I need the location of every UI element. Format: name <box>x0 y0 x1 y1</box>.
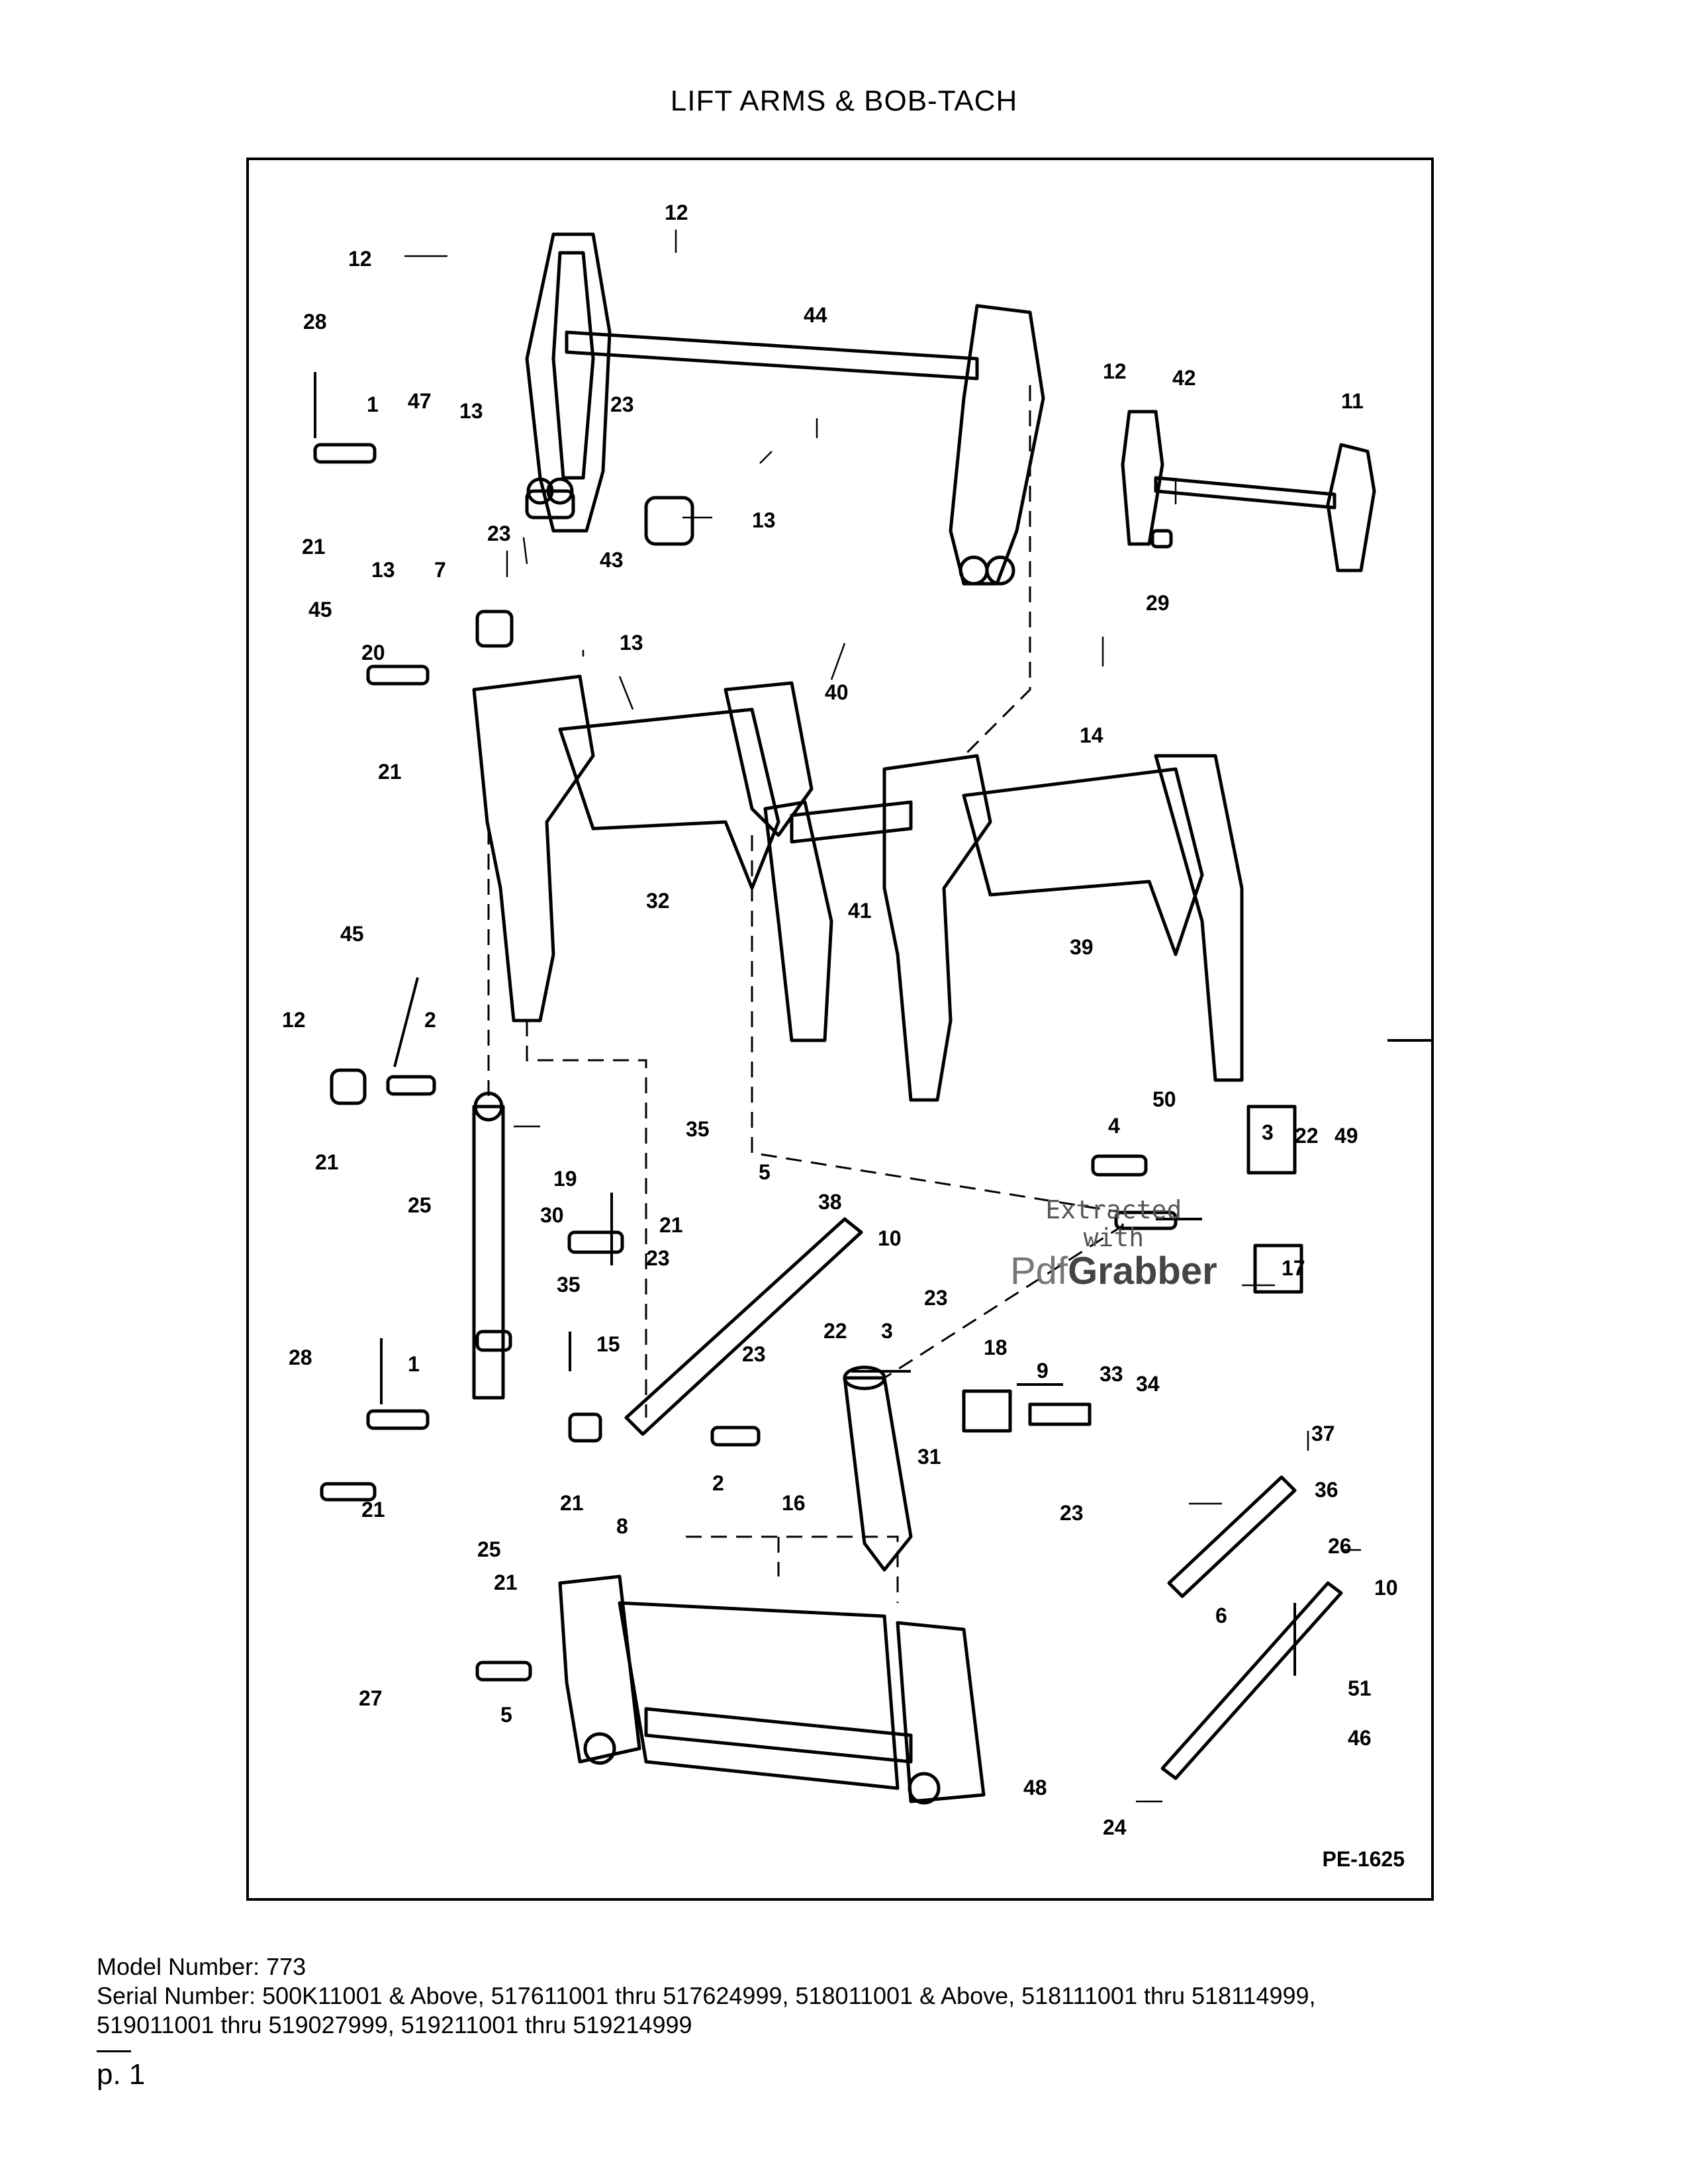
callout-label: 34 <box>1136 1372 1160 1396</box>
divider <box>97 2050 131 2052</box>
callout-label: 23 <box>646 1246 670 1270</box>
callout-label: 35 <box>686 1117 710 1141</box>
callout-label: 43 <box>600 548 624 572</box>
callout-label: 4 <box>1108 1114 1120 1138</box>
callout-label: 22 <box>823 1319 847 1343</box>
callout-label: 13 <box>371 558 395 582</box>
model-serial-block: Model Number: 773 Serial Number: 500K110… <box>97 1952 1619 2040</box>
callout-label: 2 <box>712 1471 724 1495</box>
callout-label: 1 <box>367 392 379 416</box>
model-number: Model Number: 773 <box>97 1952 1619 1981</box>
callout-label: 47 <box>408 389 432 413</box>
callout-label: 20 <box>361 641 385 664</box>
callout-label: 14 <box>1080 723 1103 747</box>
callout-label: 50 <box>1152 1087 1176 1111</box>
callout-label: 10 <box>1374 1576 1398 1600</box>
exploded-view-drawing: 12 12 44 28 1 47 13 23 12 42 11 21 13 43… <box>282 201 1431 1839</box>
callout-label: 39 <box>1070 935 1094 959</box>
watermark-brand: PdfGrabber <box>1010 1251 1217 1291</box>
callout-label: 13 <box>620 631 643 655</box>
callout-label: 23 <box>924 1286 948 1310</box>
callout-label: 12 <box>1103 359 1127 383</box>
parts-diagram: 12 12 44 28 1 47 13 23 12 42 11 21 13 43… <box>246 158 1434 1901</box>
callout-label: 9 <box>1037 1359 1049 1383</box>
page-number: p. 1 <box>97 2058 146 2091</box>
callout-label: 21 <box>361 1498 385 1522</box>
watermark-line1: Extracted <box>1045 1195 1182 1224</box>
callout-label: 31 <box>917 1445 941 1469</box>
callout-label: 42 <box>1172 366 1196 390</box>
callout-label: 12 <box>665 201 688 224</box>
callout-label: 23 <box>1060 1501 1084 1525</box>
callout-label: 23 <box>610 392 634 416</box>
callout-label: 16 <box>782 1491 806 1515</box>
callout-label: 8 <box>616 1514 628 1538</box>
callout-label: 33 <box>1100 1362 1123 1386</box>
serial-number: Serial Number: 500K11001 & Above, 517611… <box>97 1981 1619 2011</box>
callout-label: 19 <box>553 1167 577 1191</box>
callout-label: 3 <box>1262 1120 1274 1144</box>
callout-label: 28 <box>289 1345 312 1369</box>
serial-line2: 519011001 thru 519027999, 519211001 thru… <box>97 2011 692 2038</box>
callout-label: 5 <box>759 1160 771 1184</box>
callout-label: 21 <box>560 1491 584 1515</box>
watermark: Extracted with PdfGrabber <box>1010 1196 1217 1291</box>
callout-label: 25 <box>477 1537 501 1561</box>
callout-label: 49 <box>1335 1124 1358 1148</box>
serial-label: Serial Number: <box>97 1982 256 2009</box>
callout-label: 21 <box>494 1570 518 1594</box>
callout-label: 30 <box>540 1203 564 1227</box>
callout-label: 38 <box>818 1190 842 1214</box>
callout-label: 40 <box>825 680 849 704</box>
callout-label: 45 <box>340 922 364 946</box>
model-value: 773 <box>266 1953 306 1980</box>
callout-label: 41 <box>848 899 872 923</box>
callout-label: 15 <box>596 1332 620 1356</box>
callout-label: 23 <box>742 1342 766 1366</box>
callout-label: 21 <box>302 535 326 559</box>
callout-label: 6 <box>1215 1604 1227 1627</box>
callout-label: 29 <box>1146 591 1170 615</box>
watermark-brand-a: Pdf <box>1010 1250 1068 1293</box>
callout-label: 13 <box>752 508 776 532</box>
serial-line1: 500K11001 & Above, 517611001 thru 517624… <box>262 1982 1316 2009</box>
callout-label: 46 <box>1348 1726 1372 1750</box>
callout-label: 12 <box>348 247 372 271</box>
callout-label: 21 <box>378 760 402 784</box>
watermark-brand-b: Grabber <box>1068 1250 1217 1293</box>
callout-label: 25 <box>408 1193 432 1217</box>
callout-label: 48 <box>1023 1776 1047 1799</box>
callout-label: 13 <box>459 399 483 423</box>
callout-label: 17 <box>1282 1256 1305 1280</box>
callout-label: 45 <box>308 598 332 621</box>
callout-label: 37 <box>1311 1422 1335 1445</box>
callout-label: 32 <box>646 889 670 913</box>
callout-label: 26 <box>1328 1534 1352 1558</box>
callout-label: 22 <box>1295 1124 1319 1148</box>
callout-label: 21 <box>315 1150 339 1174</box>
callout-label: 1 <box>408 1352 420 1376</box>
model-label: Model Number: <box>97 1953 260 1980</box>
diagram-code: PE-1625 <box>1322 1847 1405 1871</box>
callout-label: 35 <box>557 1273 581 1297</box>
callout-label: 28 <box>303 310 327 334</box>
callout-label: 11 <box>1341 389 1364 413</box>
callout-label: 21 <box>659 1213 683 1237</box>
watermark-line2: with <box>1083 1223 1145 1252</box>
callout-label: 2 <box>424 1008 436 1032</box>
callout-label: 51 <box>1348 1676 1372 1700</box>
callout-label: 27 <box>359 1686 383 1710</box>
callout-label: 3 <box>881 1319 893 1343</box>
callout-label: 44 <box>804 303 827 327</box>
callout-label: 5 <box>500 1703 512 1727</box>
callout-label: 36 <box>1315 1478 1338 1502</box>
callout-label: 23 <box>487 522 511 545</box>
callout-label: 10 <box>878 1226 902 1250</box>
callout-label: 12 <box>282 1008 306 1032</box>
page-title: LIFT ARMS & BOB-TACH <box>670 85 1018 117</box>
callout-label: 18 <box>984 1336 1008 1359</box>
callout-label: 24 <box>1103 1815 1127 1839</box>
callout-label: 7 <box>434 558 446 582</box>
